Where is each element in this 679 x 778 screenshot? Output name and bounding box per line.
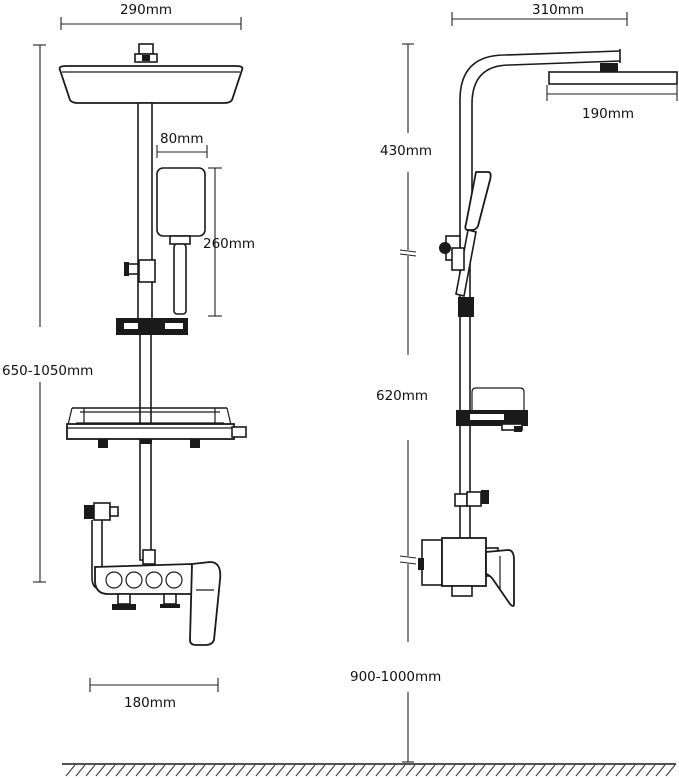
floor-hatch-mark [625,764,636,777]
floor-hatch-mark [255,764,266,777]
floor-hatch-mark [415,764,426,777]
floor-hatch-mark [495,764,506,777]
floor-hatch-mark [155,764,166,777]
floor-hatch-mark [195,764,206,777]
upper-riser-dimension: 430mm [380,43,432,257]
floor-hatch-mark [645,764,656,777]
floor-hatch-mark [635,764,646,777]
floor-hatch-mark [535,764,546,777]
front-shelf [66,407,247,448]
floor-hatch-mark [665,764,676,777]
front-head-width-label: 290mm [120,2,172,18]
floor-hatch-mark [505,764,516,777]
floor-hatch-mark [455,764,466,777]
floor-hatch-mark [115,764,126,777]
floor-hatch-mark [105,764,116,777]
floor-hatch-mark [605,764,616,777]
floor-hatch-mark [65,764,76,777]
handheld-height-label: 260mm [203,236,255,252]
valve-width-label: 180mm [124,695,176,711]
floor-hatch-mark [355,764,366,777]
front-view: 290mm 650-1050mm [2,2,255,711]
side-view: 310mm 190mm [350,2,678,763]
floor-hatch-mark [445,764,456,777]
floor-hatch-mark [135,764,146,777]
front-shower-head [58,43,244,104]
floor-hatch-mark [555,764,566,777]
floor-hatch-mark [185,764,196,777]
floor-hatch-mark [515,764,526,777]
upper-riser-label: 430mm [380,143,432,159]
floor-hatch-mark [325,764,336,777]
total-height-label: 650-1050mm [2,363,93,379]
total-height-dimension: 650-1050mm [2,44,93,583]
floor-hatch-mark [85,764,96,777]
floor-hatch-mark [615,764,626,777]
floor-hatch-mark [465,764,476,777]
handheld-width-label: 80mm [160,131,203,147]
side-arm-reach-label: 310mm [532,2,584,18]
side-arm-reach-dimension: 310mm [451,2,628,26]
lower-riser-dimension: 620mm [376,256,428,565]
floor-hatch-mark [395,764,406,777]
side-hand-spray [454,490,489,507]
floor-hatch-mark [315,764,326,777]
side-shower-head: 190mm [546,71,678,122]
floor-hatch-mark [225,764,236,777]
floor-hatch-mark [485,764,496,777]
floor-hatch-mark [585,764,596,777]
floor-hatch-mark [75,764,86,777]
floor-hatch-mark [145,764,156,777]
floor-hatch-mark [285,764,296,777]
floor-hatch-mark [305,764,316,777]
front-head-width-dimension: 290mm [60,2,242,30]
front-hand-spray [84,502,119,591]
handheld-height-dimension: 260mm [203,167,255,317]
floor-hatch-mark [95,764,106,777]
floor-height-label: 900-1000mm [350,669,441,685]
side-head-width-label: 190mm [582,106,634,122]
handheld-width-dimension: 80mm [156,131,208,158]
floor-hatch-mark [525,764,536,777]
front-slide-clamp [116,318,188,335]
valve-width-dimension: 180mm [89,678,219,711]
floor-hatch-mark [565,764,576,777]
floor-hatch-mark [215,764,226,777]
floor-hatch-mark [245,764,256,777]
floor-hatch-mark [235,764,246,777]
floor-hatch-mark [175,764,186,777]
floor-hatch-mark [435,764,446,777]
side-slide-clamp [458,297,474,317]
front-holder-bracket [124,259,156,283]
floor-hatch-mark [125,764,136,777]
floor-hatch-mark [475,764,486,777]
side-curved-arm [459,49,621,220]
floor-hatch-mark [595,764,606,777]
floor-hatch-mark [385,764,396,777]
floor-hatch-mark [165,764,176,777]
floor-hatch-mark [545,764,556,777]
front-handheld-shower [156,167,206,315]
lower-riser-label: 620mm [376,388,428,404]
floor-height-dimension: 900-1000mm [350,564,441,763]
side-handheld-shower [455,171,492,297]
side-shelf [456,387,528,432]
floor-hatch-mark [265,764,276,777]
floor-hatch-mark [375,764,386,777]
floor-hatch-mark [575,764,586,777]
floor-hatch-mark [295,764,306,777]
side-mixer-valve [418,537,515,607]
floor-hatch-mark [405,764,416,777]
floor-hatch-mark [345,764,356,777]
floor-line [62,763,676,777]
floor-hatch-mark [425,764,436,777]
side-holder-bracket [439,235,465,271]
floor-hatch-mark [275,764,286,777]
floor-hatch-mark [205,764,216,777]
floor-hatch-mark [335,764,346,777]
floor-hatch-mark [365,764,376,777]
floor-hatch-mark [655,764,666,777]
front-mixer-valve [94,549,222,646]
